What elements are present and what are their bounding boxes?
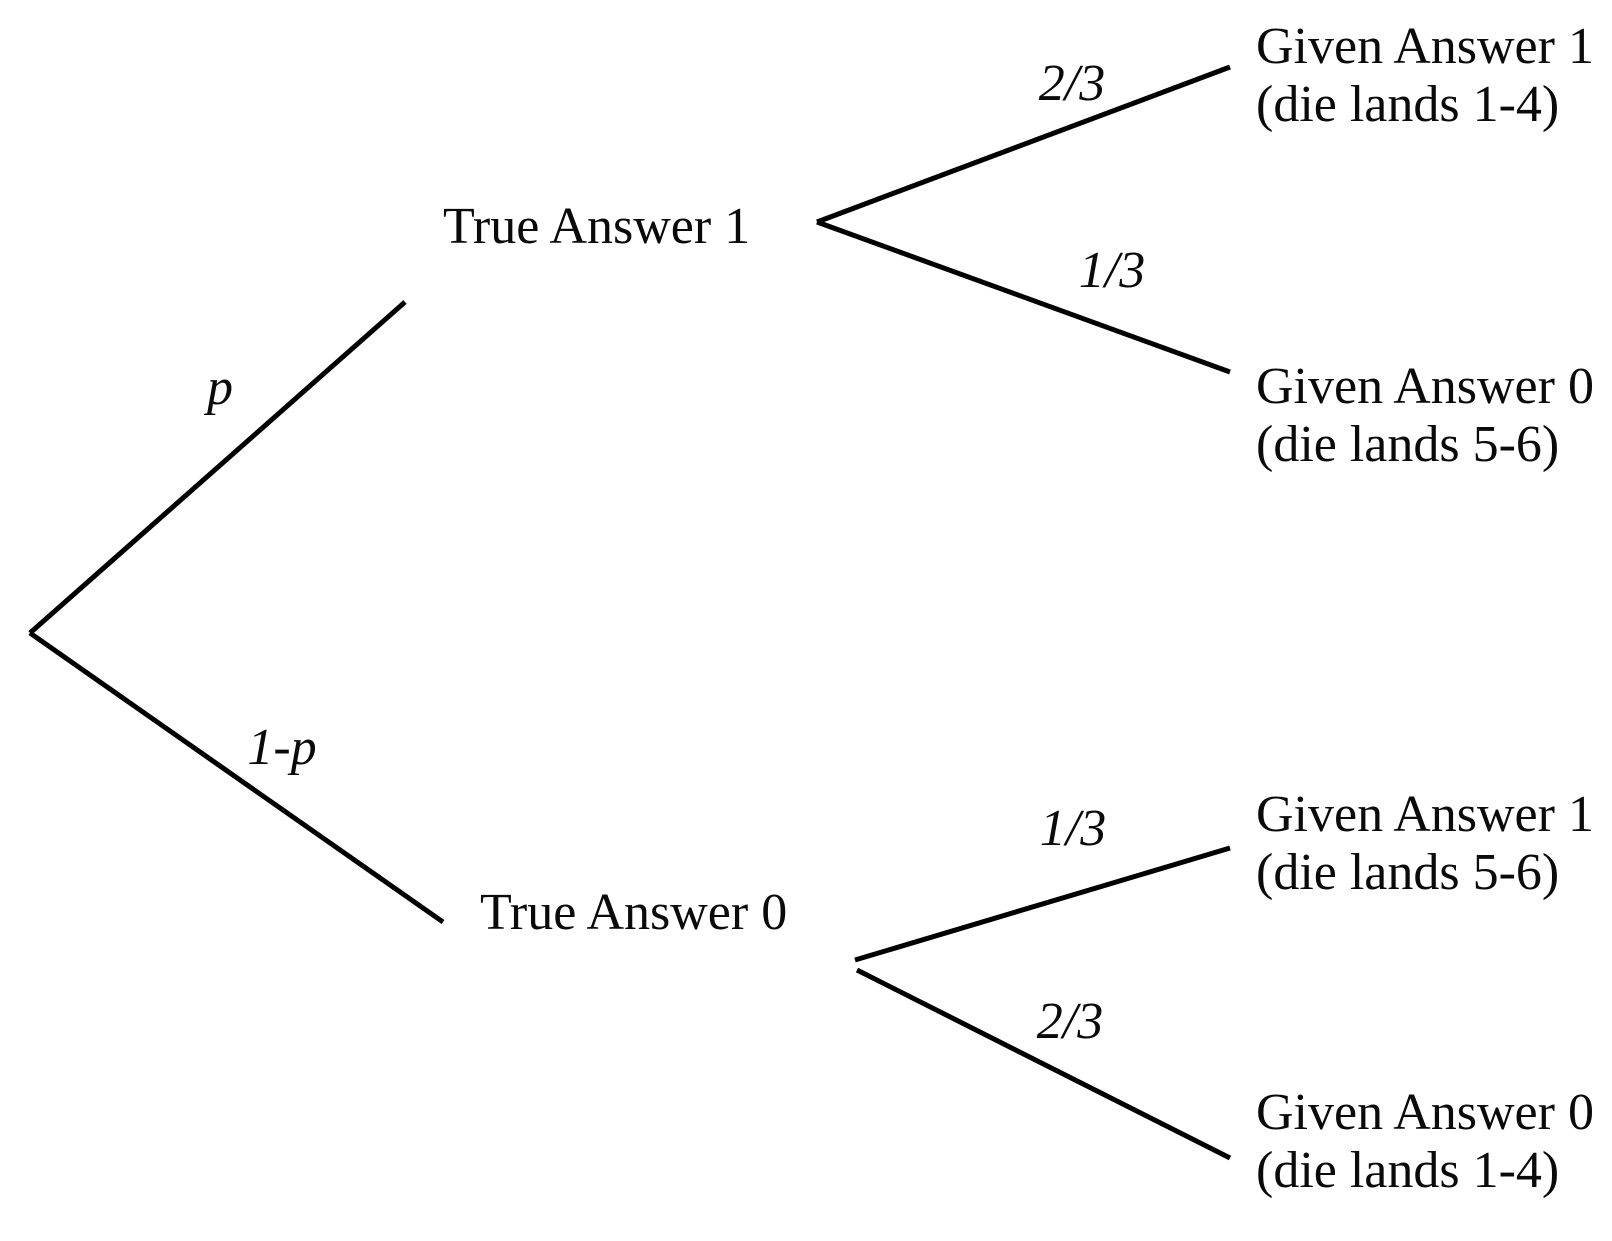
probability-label-ta1-lower: 1/3 — [1078, 242, 1146, 299]
node-true-answer-0: True Answer 0 — [480, 884, 788, 941]
node-true-answer-1: True Answer 1 — [443, 198, 751, 255]
leaf-detail-text: (die lands 1-4) — [1256, 1142, 1560, 1199]
branch-line-1-p — [28, 630, 445, 925]
leaf-detail-text: (die lands 1-4) — [1256, 76, 1560, 133]
leaf-given-answer-1-die-1-4: Given Answer 1 (die lands 1-4) — [1256, 18, 1594, 134]
leaf-outcome-text: Given Answer 0 — [1256, 358, 1594, 415]
leaf-outcome-text: Given Answer 1 — [1256, 786, 1594, 843]
probability-label-ta0-lower: 2/3 — [1036, 993, 1104, 1050]
branch-line-ta0-1-3 — [854, 845, 1231, 963]
leaf-given-answer-1-die-5-6: Given Answer 1 (die lands 5-6) — [1256, 786, 1594, 902]
branch-line-ta1-2-3 — [816, 64, 1231, 225]
leaf-detail-text: (die lands 5-6) — [1256, 416, 1560, 473]
leaf-outcome-text: Given Answer 0 — [1256, 1084, 1594, 1141]
probability-label-p: p — [207, 359, 233, 416]
leaf-detail-text: (die lands 5-6) — [1256, 844, 1560, 901]
probability-label-1-p: 1-p — [247, 719, 317, 776]
leaf-outcome-text: Given Answer 1 — [1256, 18, 1594, 75]
branch-line-p — [28, 300, 407, 635]
leaf-given-answer-0-die-1-4: Given Answer 0 (die lands 1-4) — [1256, 1084, 1594, 1200]
branch-line-ta1-1-3 — [816, 219, 1231, 375]
branch-line-ta0-2-3 — [855, 967, 1232, 1161]
probability-label-ta0-upper: 1/3 — [1039, 800, 1107, 857]
leaf-given-answer-0-die-5-6: Given Answer 0 (die lands 5-6) — [1256, 358, 1594, 474]
probability-label-ta1-upper: 2/3 — [1038, 55, 1106, 112]
